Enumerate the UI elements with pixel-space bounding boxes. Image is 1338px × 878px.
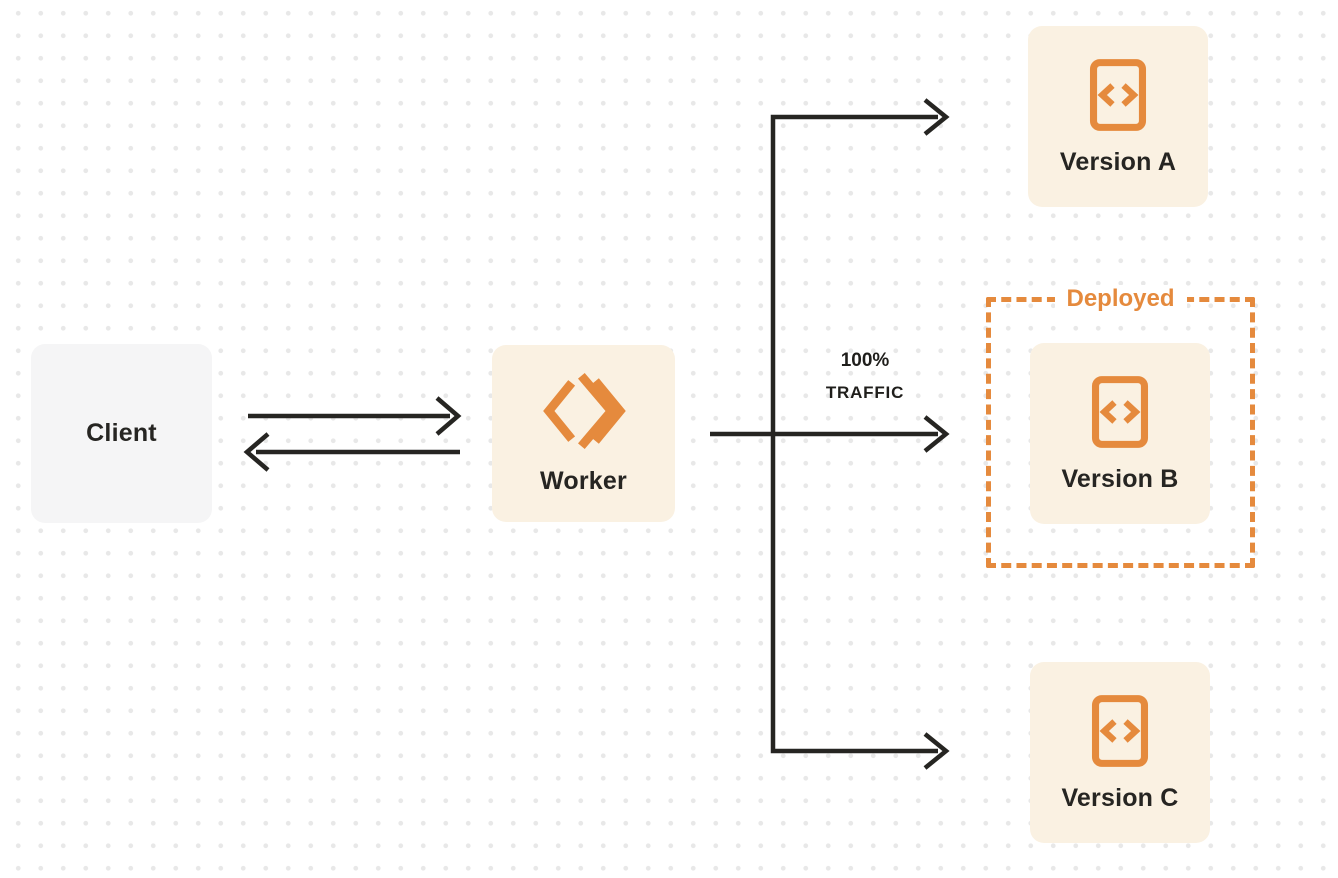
arrowhead-to-version-a [923,98,950,136]
worker-label: Worker [540,466,627,495]
traffic-percent: 100% [840,350,890,371]
node-worker: Worker [492,345,675,522]
deployed-label: Deployed [1054,285,1187,313]
fanout-trunk [770,114,938,754]
node-version-b: Version B [1030,343,1210,524]
version-b-label: Version B [1061,465,1179,493]
code-file-icon [1091,695,1149,767]
node-version-a: Version A [1028,26,1208,207]
workers-logo-icon [542,372,626,449]
node-version-c: Version C [1030,662,1210,843]
deployed-group-outline: Deployed [986,285,1255,568]
code-file-icon [1091,376,1149,448]
arrow-worker-to-version-b [710,415,950,453]
arrow-worker-to-client [243,432,460,472]
code-file-icon [1089,59,1147,131]
client-label: Client [86,419,157,447]
version-a-label: Version A [1059,148,1177,176]
traffic-word: TRAFFIC [825,383,905,402]
arrow-client-to-worker [248,396,462,436]
version-c-label: Version C [1061,784,1179,812]
node-client: Client [31,344,212,523]
traffic-annotation: 100% TRAFFIC [795,350,935,403]
arrowhead-to-version-c [923,732,950,770]
